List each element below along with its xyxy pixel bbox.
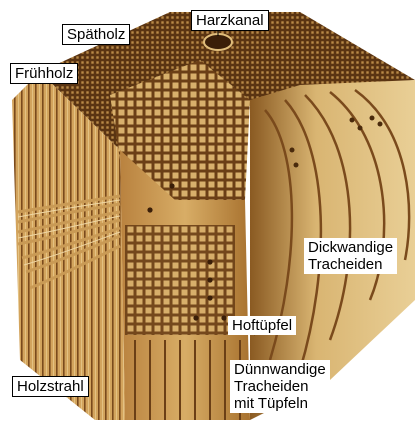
label-dickwandige-tracheiden: Dickwandige Tracheiden — [304, 238, 397, 274]
label-duennwandige-tracheiden: Dünnwandige Tracheiden mit Tüpfeln — [230, 360, 330, 413]
resin-canal — [204, 34, 232, 50]
label-duennwandige-line-2: Tracheiden — [234, 378, 326, 395]
label-duennwandige-line-1: Dünnwandige — [234, 361, 326, 378]
label-hoftuepfel: Hoftüpfel — [228, 316, 296, 335]
label-holzstrahl: Holzstrahl — [12, 376, 89, 397]
label-duennwandige-line-3: mit Tüpfeln — [234, 395, 326, 412]
label-spaetholz: Spätholz — [62, 24, 130, 45]
label-dickwandige-line-1: Dickwandige — [308, 239, 393, 256]
label-fruehholz: Frühholz — [10, 63, 78, 84]
label-harzkanal: Harzkanal — [191, 10, 269, 31]
label-dickwandige-line-2: Tracheiden — [308, 256, 393, 273]
cell-grid-front — [125, 225, 235, 335]
